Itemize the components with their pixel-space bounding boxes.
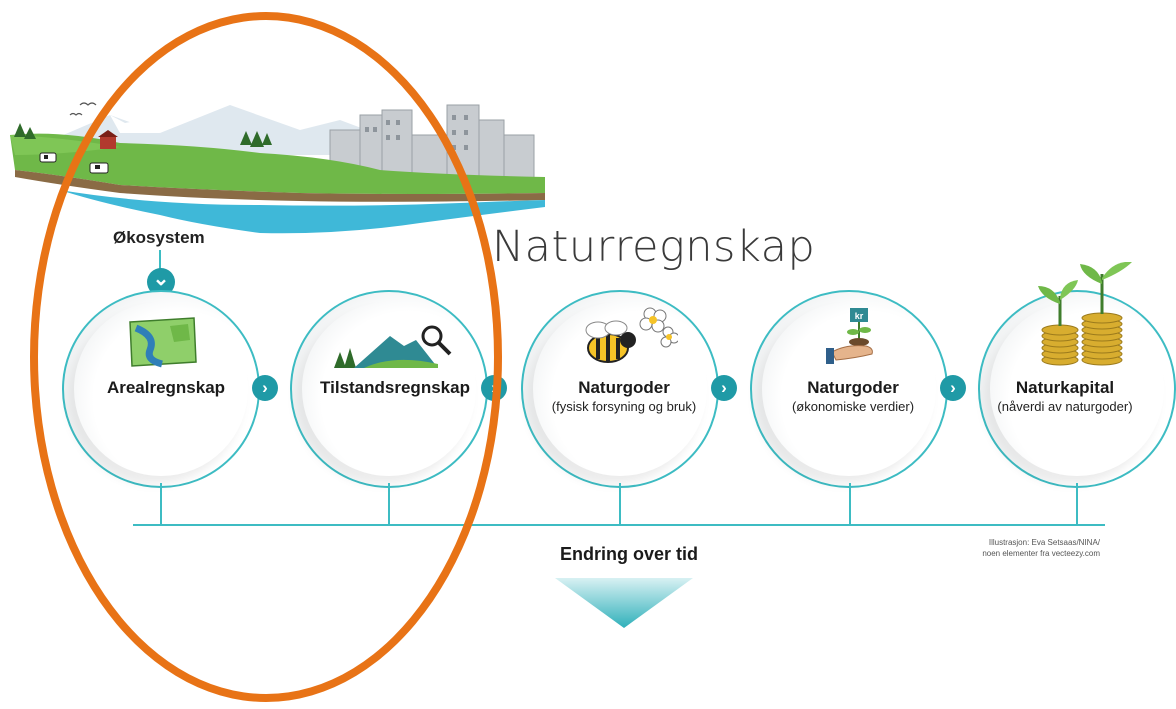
credit-line: Illustrasjon: Eva Setsaas/NINA/ [988, 538, 1100, 547]
timeline-tick [619, 483, 621, 525]
hand-plant-kr-icon: kr [826, 308, 873, 364]
timeline-label: Endring over tid [560, 544, 699, 564]
step-subtitle: (nåverdi av naturgoder) [997, 399, 1133, 414]
step-subtitle: (økonomiske verdier) [791, 399, 915, 414]
step-label-naturgoder-okonomisk: Naturgoder (økonomiske verdier) [743, 378, 963, 414]
step-title: Naturkapital [1015, 378, 1115, 397]
page-title: Naturregnskap [492, 222, 816, 272]
chevron-right-icon: › [940, 375, 966, 401]
timeline-tick [849, 483, 851, 525]
coins-plant-icon [1038, 262, 1132, 366]
bee-flower-icon [585, 307, 678, 363]
step-title: Naturgoder [807, 378, 899, 397]
step-label-naturkapital: Naturkapital (nåverdi av naturgoder) [955, 378, 1175, 414]
down-arrow-icon [555, 578, 693, 628]
chevron-right-icon: › [711, 375, 737, 401]
credit-line: noen elementer fra vecteezy.com [982, 549, 1100, 558]
step-subtitle: (fysisk forsyning og bruk) [551, 399, 697, 414]
kr-sign-label: kr [855, 311, 864, 321]
step-circle-naturkapital [978, 290, 1176, 488]
timeline-tick [1076, 483, 1078, 525]
highlight-oval [30, 12, 502, 702]
step-title: Naturgoder [578, 378, 670, 397]
step-circle-naturgoder-okonomisk [750, 290, 948, 488]
step-label-naturgoder-fysisk: Naturgoder (fysisk forsyning og bruk) [514, 378, 734, 414]
timeline-line [133, 524, 1105, 526]
illustration-credit: Illustrasjon: Eva Setsaas/NINA/ noen ele… [960, 537, 1100, 559]
